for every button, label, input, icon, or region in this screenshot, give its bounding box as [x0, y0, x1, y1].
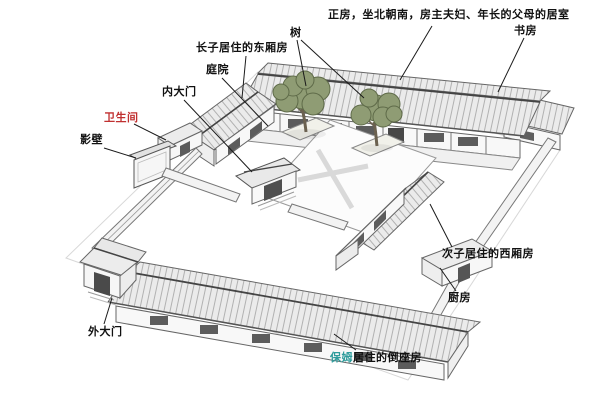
- label-south-room-occupant: 保姆: [330, 351, 353, 364]
- leader-study: [497, 37, 525, 93]
- label-south-room: 保姆居住的倒座房: [330, 351, 422, 364]
- inner-gate-structure: [234, 157, 302, 211]
- courtyard-trees: [272, 70, 403, 152]
- leader-outer-gate: [103, 297, 113, 325]
- south-row-building: [107, 261, 482, 381]
- label-outer-gate: 外大门: [88, 325, 123, 338]
- label-east-wing: 长子居住的东厢房: [196, 41, 288, 54]
- leader-south-room: [333, 333, 357, 351]
- kitchen-building: [420, 238, 494, 287]
- label-study: 书房: [514, 24, 537, 37]
- outer-gate-structure: [79, 237, 147, 306]
- inner-wall: [161, 167, 349, 231]
- west-wing-building: [335, 171, 445, 271]
- leader-inner-gate: [183, 99, 253, 173]
- label-main-room: 正房，坐北朝南，房主夫妇、年长的父母的居室: [328, 8, 570, 21]
- screen-wall-structure: [128, 140, 178, 189]
- leader-east-wing: [241, 55, 247, 99]
- label-inner-gate: 内大门: [162, 85, 197, 98]
- leader-west-wing: [429, 203, 453, 248]
- label-screen-wall: 影壁: [80, 133, 103, 146]
- leader-main-room: [399, 25, 433, 81]
- label-kitchen: 厨房: [448, 291, 471, 304]
- label-west-wing: 次子居住的西厢房: [442, 247, 534, 260]
- leader-tree-left: [296, 39, 307, 87]
- label-courtyard: 庭院: [206, 63, 229, 76]
- label-tree: 树: [290, 26, 302, 39]
- leader-lines: [103, 25, 525, 351]
- leader-tree-right: [300, 39, 365, 99]
- label-bathroom: 卫生间: [104, 111, 139, 124]
- label-south-room-rest: 居住的倒座房: [353, 351, 422, 364]
- leader-screen-wall: [103, 147, 137, 159]
- leader-bathroom: [133, 123, 167, 141]
- leader-kitchen: [439, 267, 457, 292]
- leader-courtyard: [221, 77, 269, 127]
